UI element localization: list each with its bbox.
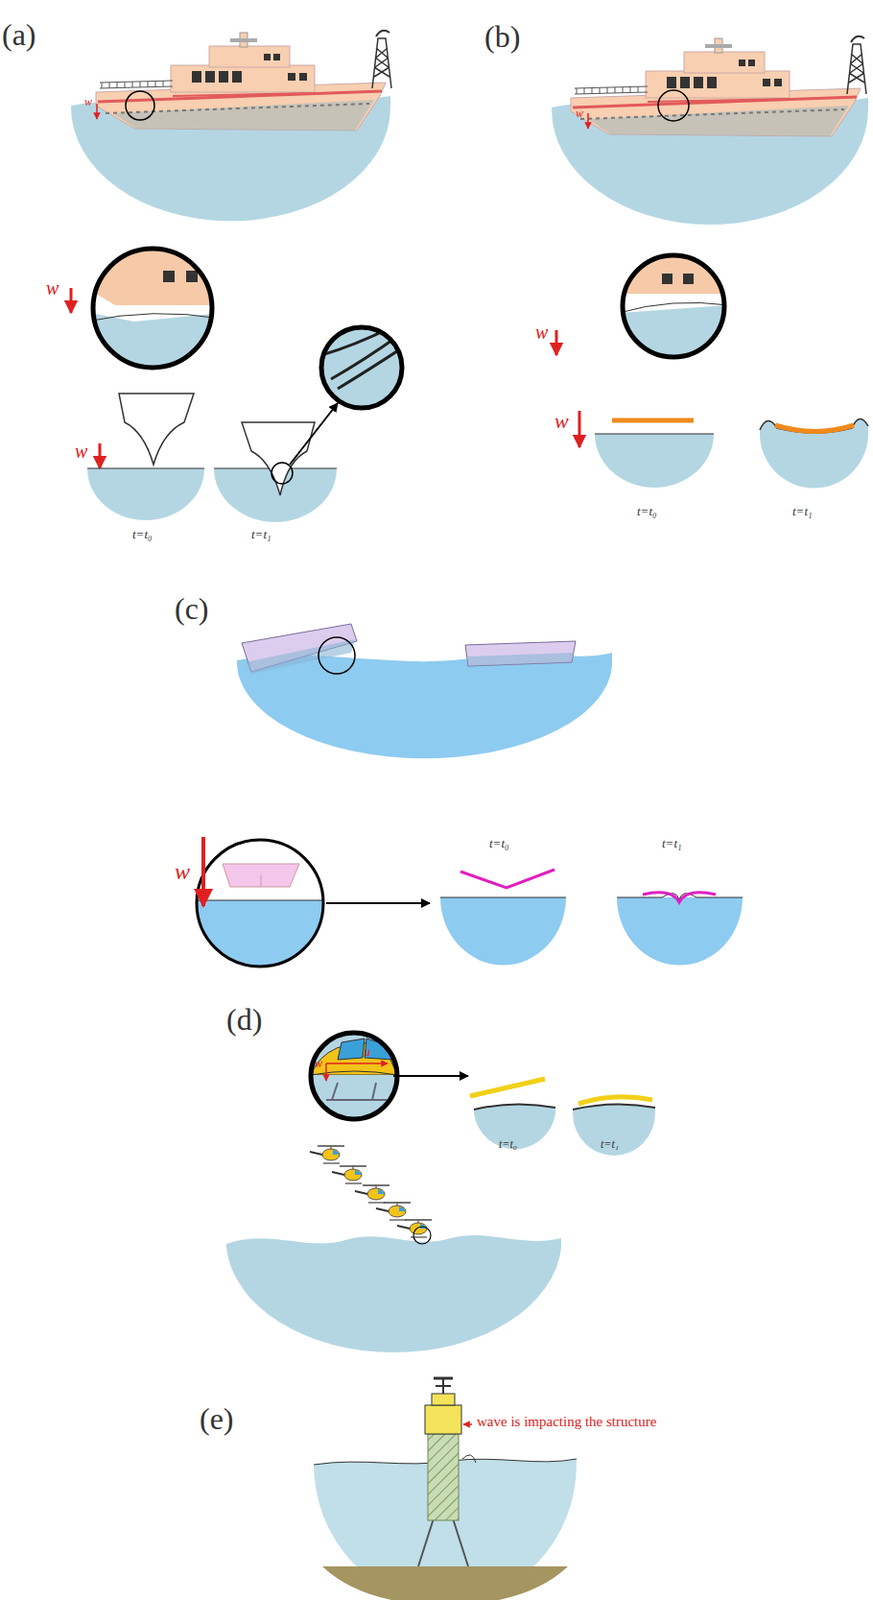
load-symbol: w [46,278,59,298]
panel-letter: (b) [484,21,520,52]
time-label: t=t₁ [600,1137,619,1150]
annotation: wave is impacting the structure [476,1414,657,1429]
load-symbol: w [314,1057,323,1069]
time-label: t=t₁ [792,504,813,518]
load-symbol: w [174,859,190,883]
load-symbol: w [535,322,548,342]
time-label: t=t₀ [489,836,510,850]
load-symbol: w [575,107,584,119]
time-label: t=t₀ [498,1137,518,1150]
velocity-symbol: u [364,1045,371,1058]
load-symbol: w [554,410,569,432]
panel-letter: (d) [226,1003,262,1035]
panel-letter: (c) [174,592,210,624]
panel-letter: (a) [1,19,37,50]
time-label: t=t₀ [637,504,658,518]
time-label: t=t₀ [132,527,153,541]
time-label: t=t₁ [661,836,683,850]
load-symbol: w [74,441,88,461]
panel-letter: (e) [199,1402,235,1434]
time-label: t=t₁ [251,527,272,541]
load-symbol: w [84,95,93,108]
